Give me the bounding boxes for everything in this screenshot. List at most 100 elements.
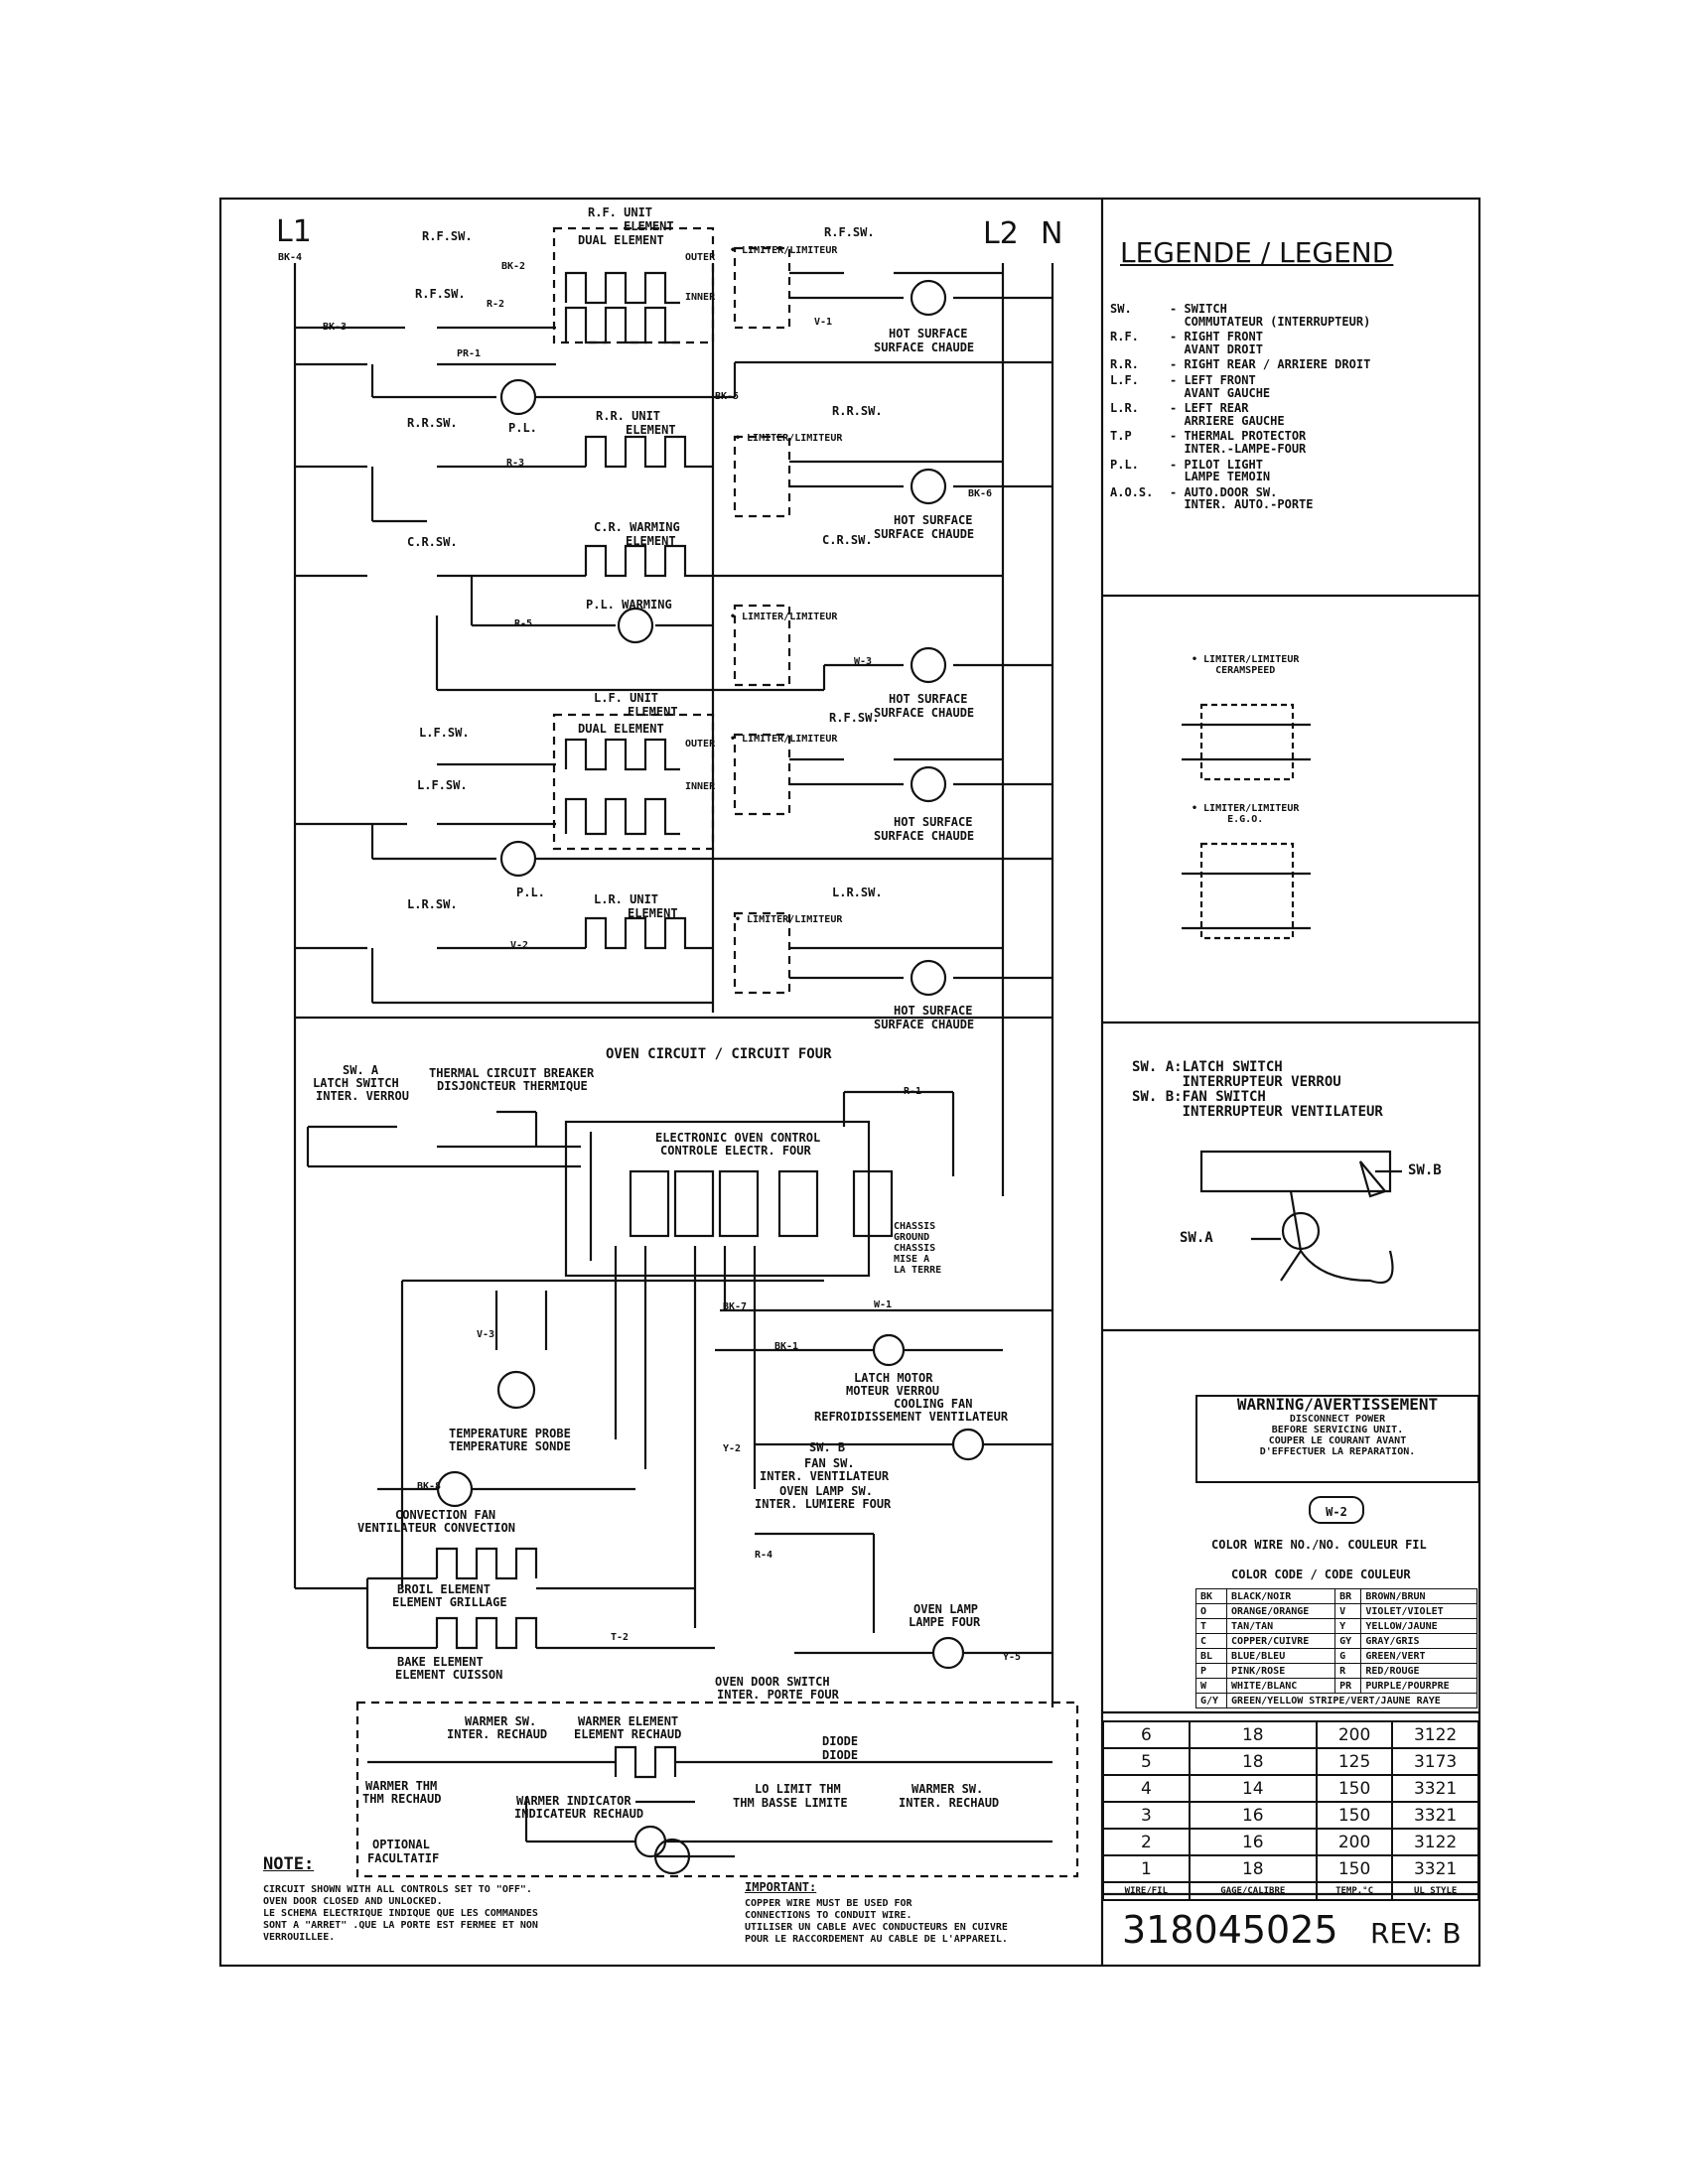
rf-element-label: ELEMENT	[624, 219, 674, 233]
lo-limit-fr-label: THM BASSE LIMITE	[733, 1796, 848, 1810]
probe-fr-label: TEMPERATURE SONDE	[449, 1439, 571, 1453]
warning-box: WARNING/AVERTISSEMENT DISCONNECT POWER B…	[1195, 1395, 1479, 1483]
rr-limiter-label: • LIMITER/LIMITEUR	[735, 433, 843, 444]
rr-unit-label: R.R. UNIT	[596, 409, 661, 423]
lo-limit-label: LO LIMIT THM	[755, 1782, 841, 1796]
diode-label: DIODE	[822, 1734, 859, 1748]
cr-switch2-label: C.R.SW.	[822, 533, 873, 547]
rf-switch3-label: R.F.SW.	[824, 225, 875, 239]
legend-abbr: L.F.	[1110, 372, 1139, 387]
lf-dual-label: DUAL ELEMENT	[578, 722, 664, 736]
wire-spec-cell: 4	[1102, 1774, 1191, 1803]
wire-spec-cell: 18	[1188, 1720, 1318, 1749]
rf-hot-fr-label: SURFACE CHAUDE	[874, 341, 975, 354]
rf-pilot-label: P.L.	[508, 421, 537, 435]
color-code-name: VIOLET/VIOLET	[1360, 1603, 1477, 1619]
lamp-sw-fr-label: INTER. LUMIERE FOUR	[755, 1497, 892, 1511]
color-code-abbr: BL	[1194, 1648, 1228, 1664]
warning-title: WARNING/AVERTISSEMENT	[1236, 1395, 1439, 1414]
wire-spec-header-cell: GAGE/CALIBRE	[1188, 1881, 1318, 1901]
cr-switch-label: C.R.SW.	[407, 535, 458, 549]
color-code-name: PINK/ROSE	[1226, 1663, 1336, 1679]
legend-desc: - LEFT FRONT AVANT GAUCHE	[1170, 372, 1271, 400]
wire-spec-cell: 6	[1102, 1720, 1191, 1749]
wire-label: BK-3	[323, 322, 348, 333]
legend-desc: - THERMAL PROTECTOR INTER.-LAMPE-FOUR	[1170, 429, 1307, 456]
legend-item: R.R. - RIGHT REAR / ARRIERE DROIT	[1110, 358, 1468, 371]
sw-a-label: SW. A	[343, 1063, 379, 1077]
legend-desc: - SWITCH COMMUTATEUR (INTERRUPTEUR)	[1170, 302, 1371, 329]
latch-label: LATCH SWITCH	[313, 1076, 399, 1090]
wire-spec-cell: 3321	[1391, 1774, 1479, 1803]
rf-limiter-label: • LIMITER/LIMITEUR	[730, 245, 838, 256]
rr-switch2-label: R.R.SW.	[832, 404, 883, 418]
warmer-thm-fr-label: THM RECHAUD	[362, 1792, 442, 1806]
color-code-name: GREEN/YELLOW STRIPE/VERT/JAUNE RAYE	[1226, 1693, 1477, 1708]
wire-spec-cell: 3321	[1391, 1854, 1479, 1883]
legend-abbr: R.F.	[1110, 330, 1139, 344]
wire-spec-cell: 200	[1315, 1720, 1394, 1749]
sw-b-label: SW. B	[809, 1440, 846, 1454]
legend-title: LEGENDE / LEGEND	[1120, 236, 1394, 269]
wire-spec-cell: 200	[1315, 1828, 1394, 1856]
warmer-switch-label: WARMER SW.	[465, 1714, 537, 1728]
wire-spec-cell: 125	[1315, 1747, 1394, 1776]
lr-switch-label: L.R.SW.	[407, 897, 458, 911]
color-code-name: TAN/TAN	[1226, 1618, 1336, 1634]
wire-spec-cell: 150	[1315, 1774, 1394, 1803]
wire-label: T-2	[611, 1632, 630, 1643]
color-code-abbr: W	[1194, 1678, 1228, 1694]
convection-fan-label: CONVECTION FAN	[395, 1508, 496, 1522]
chassis-label: CHASSIS GROUND CHASSIS MISE A LA TERRE	[894, 1221, 942, 1276]
door-switch-label: OVEN DOOR SWITCH	[715, 1675, 830, 1689]
rf-unit-label: R.F. UNIT	[588, 205, 653, 219]
color-code-abbr: C	[1194, 1633, 1228, 1649]
sw-a-detail-fr: INTERRUPTEUR VERROU	[1132, 1074, 1341, 1090]
lf-hot-label: HOT SURFACE	[894, 815, 973, 829]
wire-spec-header-cell: TEMP.°C	[1315, 1881, 1394, 1901]
l2-label: L2	[983, 216, 1019, 251]
wire-spec-cell: 150	[1315, 1854, 1394, 1883]
cr-limiter-label: • LIMITER/LIMITEUR	[730, 612, 838, 622]
rf-switch-label: R.F.SW.	[422, 229, 473, 243]
lf-unit-label: L.F. UNIT	[594, 691, 659, 705]
optional-label: OPTIONAL	[372, 1838, 430, 1851]
legend-item: P.L.- PILOT LIGHT LAMPE TEMOIN	[1110, 458, 1468, 483]
legend-abbr: SW.	[1110, 302, 1132, 316]
wire-label: R-1	[904, 1086, 922, 1097]
fan-sw-fr-label: INTER. VENTILATEUR	[760, 1469, 890, 1483]
legend-item: R.F.- RIGHT FRONT AVANT DROIT	[1110, 331, 1468, 355]
lf-outer-label: OUTER	[685, 739, 716, 750]
legend-abbr: R.R.	[1110, 357, 1139, 372]
warmer-element-label: WARMER ELEMENT	[578, 1714, 679, 1728]
latch-motor-fr-label: MOTEUR VERROU	[846, 1384, 939, 1398]
lamp-sw-label: OVEN LAMP SW.	[779, 1484, 873, 1498]
lf-switch3-label: R.F.SW.	[829, 711, 880, 725]
legend-item: L.R.- LEFT REAR ARRIERE GAUCHE	[1110, 402, 1468, 427]
rf-inner-label: INNER	[685, 292, 716, 303]
wire-label: R-5	[514, 618, 533, 629]
legend-item: L.F. - LEFT FRONT AVANT GAUCHE	[1110, 374, 1468, 399]
rf-outer-label: OUTER	[685, 252, 716, 263]
eoc-label: ELECTRONIC OVEN CONTROL	[655, 1131, 821, 1145]
limiter-ego-label: • LIMITER/LIMITEUR E.G.O.	[1192, 803, 1300, 825]
sw-a-detail: SW. A:LATCH SWITCH	[1132, 1059, 1283, 1075]
legend-desc: - RIGHT REAR / ARRIERE DROIT	[1170, 357, 1371, 372]
lr-limiter-label: • LIMITER/LIMITEUR	[735, 914, 843, 925]
cr-hot-label: HOT SURFACE	[889, 692, 968, 706]
wire-spec-cell: 2	[1102, 1828, 1191, 1856]
probe-label: TEMPERATURE PROBE	[449, 1427, 571, 1440]
wire-label: V-3	[477, 1329, 495, 1340]
legend-desc: - LEFT REAR ARRIERE GAUCHE	[1170, 401, 1285, 428]
